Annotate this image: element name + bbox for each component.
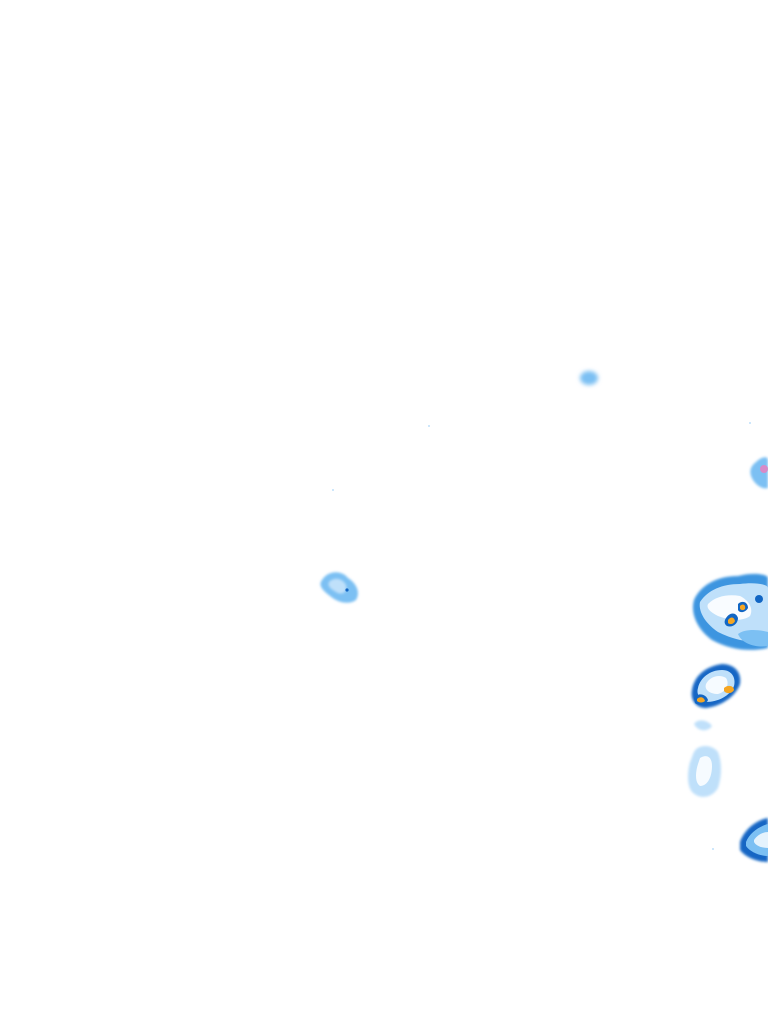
rain-speckle [428,425,430,427]
rain-patch-light [688,720,721,797]
rain-cluster-lower-right [712,818,768,862]
rain-cluster-middle-right [691,664,741,708]
rain-cell-edge-extreme [750,457,768,489]
rain-cluster-upper-right [692,573,768,650]
rain-cell-isolated [320,572,359,603]
rain-speckle [749,422,751,424]
rain-cell-small [580,371,598,385]
rain-speckle [332,489,334,491]
